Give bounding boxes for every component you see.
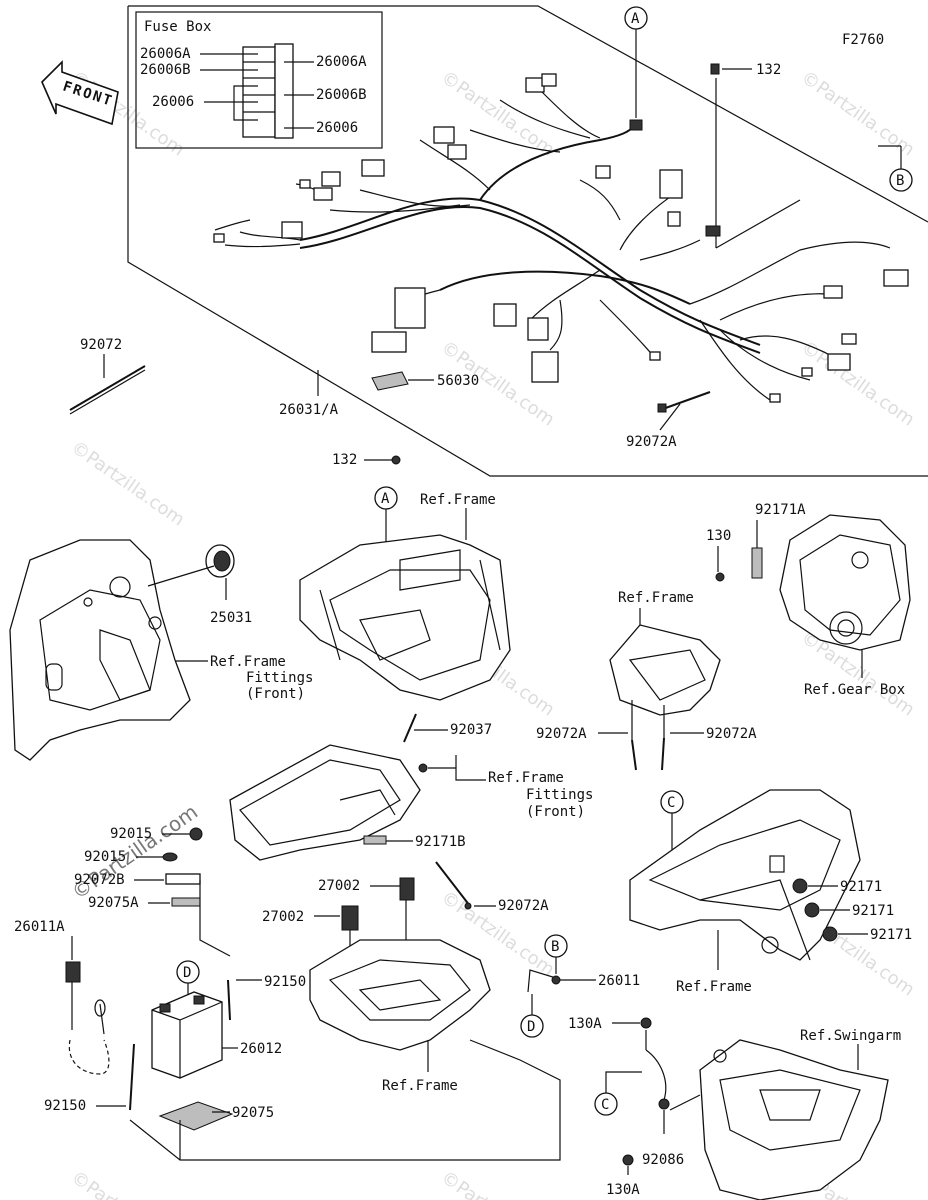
svg-text:26012: 26012	[240, 1041, 282, 1057]
fuse-box-title: Fuse Box	[144, 19, 211, 35]
bolt-132-top: 132	[710, 62, 781, 78]
gear-box-area: 92171A 130 Ref.Gear Box	[706, 502, 911, 698]
watermark-text: ©Partzilla.com	[67, 1167, 188, 1200]
fuse-left-label: 26006	[152, 94, 194, 110]
svg-text:B: B	[551, 939, 559, 955]
fuse-right-label: 26006	[316, 120, 358, 136]
svg-text:26011: 26011	[598, 973, 640, 989]
svg-text:92075A: 92075A	[88, 895, 139, 911]
sensor-92086: 130A C 92086 130A	[568, 1016, 684, 1198]
svg-text:92171A: 92171A	[755, 502, 806, 518]
watermark-text: ©Partzilla.com	[437, 1167, 558, 1200]
svg-text:130A: 130A	[606, 1182, 640, 1198]
svg-text:92171B: 92171B	[415, 834, 466, 850]
svg-text:92072B: 92072B	[74, 872, 125, 888]
frame-fittings-front-left: Ref.Frame Fittings (Front)	[9, 539, 313, 761]
fuse-box-inset: Fuse Box 26006A 26006B 26006 26006A 2600…	[135, 11, 383, 149]
svg-text:132: 132	[332, 452, 357, 468]
svg-text:(Front): (Front)	[526, 804, 585, 820]
swingarm: Ref.Swingarm	[669, 1028, 901, 1200]
bolt-132-mid: 132	[332, 452, 401, 468]
callout-b: B	[878, 145, 913, 192]
svg-text:C: C	[601, 1097, 609, 1113]
fuse-right-label: 26006B	[316, 87, 367, 103]
svg-text:92072A: 92072A	[626, 434, 677, 450]
svg-text:B: B	[896, 173, 904, 189]
frame-c: C 92171 92171 92171 Ref.Frame	[629, 789, 912, 995]
svg-text:(Front): (Front)	[246, 686, 305, 702]
svg-text:Ref.Frame: Ref.Frame	[618, 590, 694, 606]
svg-text:Ref.Swingarm: Ref.Swingarm	[800, 1028, 901, 1044]
part-26031A: 26031/A	[279, 402, 339, 418]
svg-text:C: C	[667, 795, 675, 811]
battery-assembly: 92015 92015 92072B 92075A 26011A D 26012…	[14, 826, 561, 1161]
svg-text:92072A: 92072A	[536, 726, 587, 742]
frame-fittings-front-center: 92037 Ref.Frame Fittings (Front) 92171B	[229, 713, 593, 861]
svg-text:132: 132	[756, 62, 781, 78]
svg-text:92171: 92171	[870, 927, 912, 943]
svg-text:25031: 25031	[210, 610, 252, 626]
svg-text:27002: 27002	[262, 909, 304, 925]
svg-text:Ref.Frame: Ref.Frame	[676, 979, 752, 995]
svg-text:92150: 92150	[44, 1098, 86, 1114]
watermark-text: ©Partzilla.com	[797, 337, 918, 431]
front-arrow-icon: FRONT	[41, 60, 119, 126]
cable-tie-92072: 92072	[69, 337, 146, 415]
watermark-text: ©Partzilla.com	[67, 437, 188, 531]
svg-text:92015: 92015	[84, 849, 126, 865]
frame-mid-right: Ref.Frame 92072A 92072A	[536, 590, 757, 771]
svg-text:92171: 92171	[840, 879, 882, 895]
svg-text:56030: 56030	[437, 373, 479, 389]
svg-text:Ref.Frame: Ref.Frame	[488, 770, 564, 786]
svg-text:92072: 92072	[80, 337, 122, 353]
svg-text:D: D	[527, 1019, 535, 1035]
ground-cable-26011: B 26011 D	[520, 934, 640, 1038]
svg-text:A: A	[631, 11, 640, 27]
svg-text:92086: 92086	[642, 1152, 684, 1168]
svg-text:92015: 92015	[110, 826, 152, 842]
svg-text:27002: 27002	[318, 878, 360, 894]
svg-text:92072A: 92072A	[706, 726, 757, 742]
harness-connectors	[213, 73, 909, 403]
svg-text:Ref.Gear Box: Ref.Gear Box	[804, 682, 905, 698]
svg-text:A: A	[381, 491, 390, 507]
fuse-left-label: 26006B	[140, 62, 191, 78]
svg-text:92072A: 92072A	[498, 898, 549, 914]
svg-text:92171: 92171	[852, 903, 894, 919]
svg-text:D: D	[183, 965, 191, 981]
callout-a: A	[624, 6, 648, 118]
plug-25031: 25031	[147, 544, 252, 626]
svg-text:130: 130	[706, 528, 731, 544]
fuse-right-label: 26006A	[316, 54, 367, 70]
label-56030: 56030	[371, 371, 479, 391]
svg-text:Ref.Frame: Ref.Frame	[382, 1078, 458, 1094]
svg-text:Ref.Frame: Ref.Frame	[420, 492, 496, 508]
svg-text:Fittings: Fittings	[246, 670, 313, 686]
frame-battery-bottom: 27002 27002 Ref.Frame 92072A	[262, 861, 549, 1094]
main-wiring-harness	[214, 89, 891, 401]
svg-text:Fittings: Fittings	[526, 787, 593, 803]
fuse-left-label: 26006A	[140, 46, 191, 62]
cable-tie-92072A-top: 92072A	[626, 391, 711, 450]
svg-text:92075: 92075	[232, 1105, 274, 1121]
svg-text:26011A: 26011A	[14, 919, 65, 935]
leader	[715, 199, 801, 249]
svg-text:Ref.Frame: Ref.Frame	[210, 654, 286, 670]
figure-id: F2760	[842, 32, 884, 48]
harness-frame	[127, 5, 928, 477]
svg-text:130A: 130A	[568, 1016, 602, 1032]
svg-text:92150: 92150	[264, 974, 306, 990]
svg-text:92037: 92037	[450, 722, 492, 738]
frame-center: A Ref.Frame	[299, 486, 511, 701]
